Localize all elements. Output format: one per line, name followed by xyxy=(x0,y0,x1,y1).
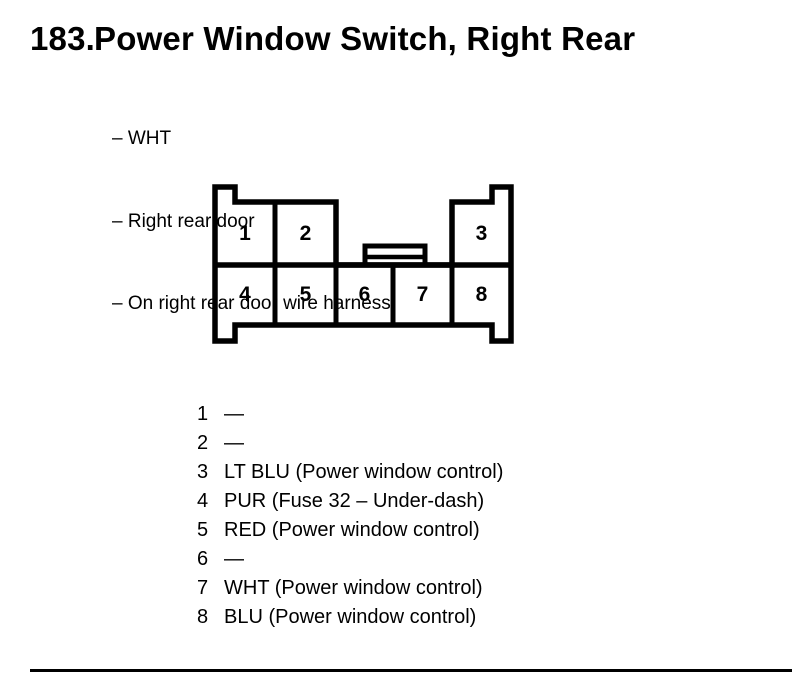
pinout-pin-desc: RED (Power window control) xyxy=(224,519,480,541)
pinout-list: 1 — 2 — 3 LT BLU (Power window control) … xyxy=(197,400,503,632)
pinout-pin-number: 2 xyxy=(197,432,209,454)
pinout-pin-number: 1 xyxy=(197,403,209,425)
connector-pin-7: 7 xyxy=(416,283,429,306)
connector-pin-8: 8 xyxy=(475,283,488,306)
connector-pin-1: 1 xyxy=(239,221,251,245)
note-wire-color: – WHT xyxy=(112,128,172,149)
pinout-pin-number: 3 xyxy=(197,461,209,483)
pinout-row-6: 6 — xyxy=(197,545,503,574)
pinout-pin-desc: WHT (Power window control) xyxy=(224,577,483,599)
connector-diagram xyxy=(212,184,514,344)
connector-pin-2: 2 xyxy=(299,221,312,245)
pinout-pin-desc: PUR (Fuse 32 – Under-dash) xyxy=(224,490,485,512)
page-title: 183. Power Window Switch, Right Rear xyxy=(30,20,635,58)
pinout-row-3: 3 LT BLU (Power window control) xyxy=(197,458,503,487)
item-number: 183. xyxy=(30,20,96,57)
pinout-pin-desc: — xyxy=(224,432,244,454)
pinout-row-5: 5 RED (Power window control) xyxy=(197,516,503,545)
title-text: Power Window Switch, Right Rear xyxy=(94,20,636,57)
note-location: – Right rear door xyxy=(112,210,255,232)
pinout-pin-number: 6 xyxy=(197,548,209,570)
pinout-pin-desc: — xyxy=(224,403,244,425)
pinout-pin-desc: LT BLU (Power window control) xyxy=(224,461,504,483)
connector-pin-4: 4 xyxy=(239,283,251,306)
connector-pin-5: 5 xyxy=(299,283,312,306)
pinout-pin-desc: BLU (Power window control) xyxy=(224,606,477,628)
connector-outline xyxy=(212,184,514,344)
pinout-row-8: 8 BLU (Power window control) xyxy=(197,603,503,632)
pinout-pin-number: 7 xyxy=(197,577,209,599)
connector-pin-6: 6 xyxy=(358,283,371,306)
pinout-pin-number: 8 xyxy=(197,606,209,628)
pinout-row-2: 2 — xyxy=(197,429,503,458)
pinout-pin-number: 4 xyxy=(197,490,209,512)
connector-figure: 1 2 3 4 5 6 7 8 xyxy=(200,175,530,355)
pinout-pin-desc: — xyxy=(224,548,244,570)
pinout-row-4: 4 PUR (Fuse 32 – Under-dash) xyxy=(197,487,503,516)
connector-pin-3: 3 xyxy=(475,221,488,245)
pinout-row-7: 7 WHT (Power window control) xyxy=(197,574,503,603)
pinout-pin-number: 5 xyxy=(197,519,209,541)
page-divider-rule xyxy=(30,669,792,672)
pinout-row-1: 1 — xyxy=(197,400,503,429)
